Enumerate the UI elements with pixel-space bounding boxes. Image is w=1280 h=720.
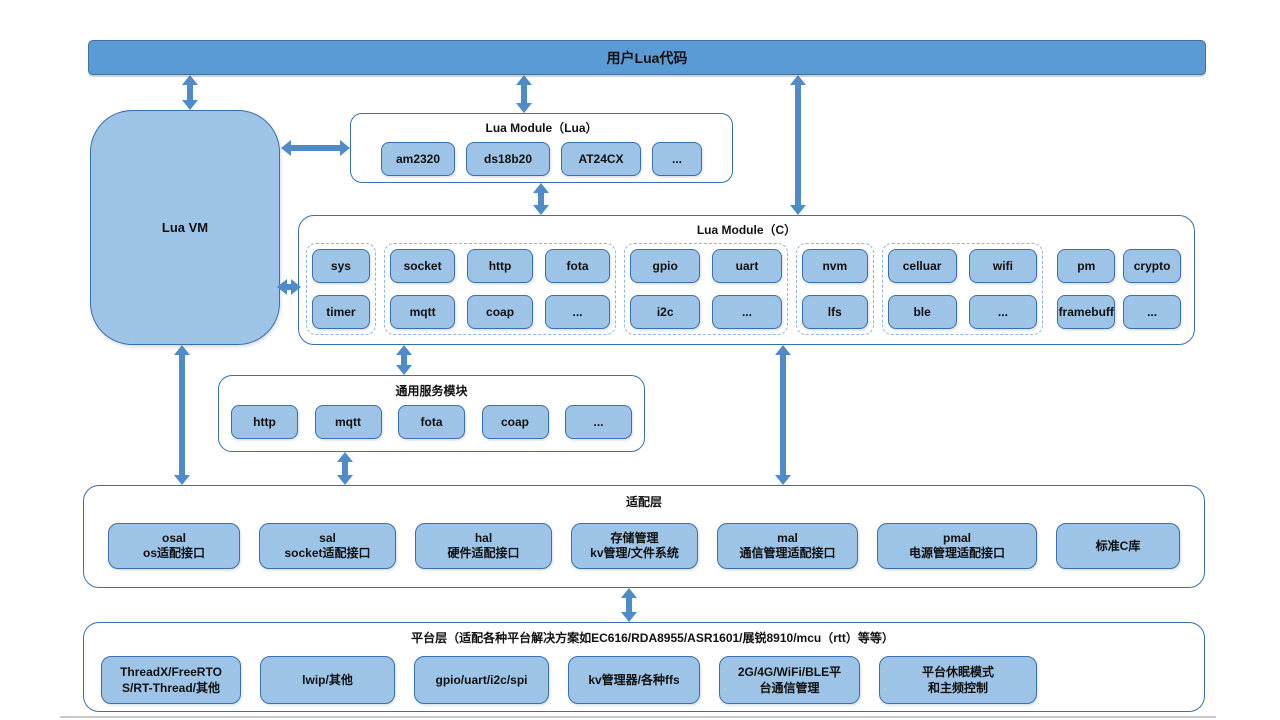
adapter-mal-line1: mal <box>777 531 798 545</box>
group-peripheral: gpio uart i2c ... <box>624 243 788 335</box>
adapter-layer-row: osal os适配接口 sal socket适配接口 hal 硬件适配接口 存储… <box>108 523 1180 569</box>
arrow-userlua-modc <box>790 75 806 215</box>
adapter-hal-line1: hal <box>474 531 493 545</box>
module-box-ds18b20: ds18b20 <box>466 142 550 176</box>
service-box-mqtt: mqtt <box>314 405 382 439</box>
platform-layer-row: ThreadX/FreeRTO S/RT-Thread/其他 lwip/其他 g… <box>101 656 1204 704</box>
module-box-wifi: wifi <box>968 249 1038 283</box>
adapter-box-hal: hal 硬件适配接口 <box>415 523 552 569</box>
arrow-userlua-luavm <box>182 75 198 110</box>
module-box-http: http <box>467 249 533 283</box>
common-service-container: 通用服务模块 http mqtt fota coap ... <box>218 375 645 452</box>
adapter-storage-line1: 存储管理 <box>610 531 659 545</box>
arrow-modlua-modc <box>533 183 549 215</box>
common-service-title: 通用服务模块 <box>395 384 468 398</box>
adapter-pmal-line2: 电源管理适配接口 <box>908 546 1005 560</box>
module-box-i2c: i2c <box>630 295 701 329</box>
adapter-box-pmal: pmal 电源管理适配接口 <box>877 523 1037 569</box>
module-box-celluar: celluar <box>887 249 957 283</box>
lua-module-c-title: Lua Module（C） <box>696 223 797 237</box>
group-misc: pm crypto framebuff ... <box>1051 243 1187 335</box>
group-network: socket http fota mqtt coap ... <box>383 243 617 335</box>
module-box-fota: fota <box>544 249 611 283</box>
adapter-sal-line1: sal <box>319 531 336 545</box>
arrow-modc-adapter <box>775 345 791 485</box>
platform-layer-container: 平台层（适配各种平台解决方案如EC616/RDA8955/ASR1601/展锐8… <box>83 622 1205 712</box>
page-edge-line <box>60 716 1216 718</box>
module-box-nvm: nvm <box>801 249 868 283</box>
module-box-at24cx: AT24CX <box>561 142 641 176</box>
group-wireless: celluar wifi ble ... <box>881 243 1044 335</box>
platform-box-lwip: lwip/其他 <box>260 656 395 704</box>
adapter-mal-line2: 通信管理适配接口 <box>739 546 836 560</box>
module-box-crypto: crypto <box>1123 249 1181 283</box>
arrow-luavm-adapter <box>174 345 190 485</box>
arrow-modc-service <box>396 345 412 375</box>
adapter-pmal-line1: pmal <box>942 531 971 545</box>
service-box-http: http <box>231 405 298 439</box>
adapter-storage-line2: kv管理/文件系统 <box>590 546 679 560</box>
platform-box-gpio: gpio/uart/i2c/spi <box>414 656 549 704</box>
arrow-luavm-modc <box>277 279 301 295</box>
module-box-more: ... <box>968 295 1038 329</box>
adapter-sal-line2: socket适配接口 <box>284 546 371 560</box>
module-box-framebuff: framebuff <box>1057 295 1116 329</box>
adapter-hal-line2: 硬件适配接口 <box>447 546 520 560</box>
adapter-layer-container: 适配层 osal os适配接口 sal socket适配接口 hal 硬件适配接… <box>83 485 1205 588</box>
arrow-adapter-platform <box>621 588 637 622</box>
module-box-mqtt: mqtt <box>389 295 456 329</box>
adapter-osal-line1: osal <box>161 531 186 545</box>
module-box-more: ... <box>544 295 611 329</box>
lua-module-c-container: Lua Module（C） sys timer socket http fota… <box>298 215 1195 345</box>
arrow-userlua-modlua <box>516 75 532 113</box>
module-box-am2320: am2320 <box>381 142 455 176</box>
lua-vm-label: Lua VM <box>161 220 209 235</box>
platform-box-sleep: 平台休眠模式 和主频控制 <box>879 656 1037 704</box>
module-box-sys: sys <box>312 249 370 283</box>
lua-module-lua-row: am2320 ds18b20 AT24CX ... <box>351 142 732 176</box>
module-box-uart: uart <box>712 249 782 283</box>
adapter-stdc-line1: 标准C库 <box>1095 538 1141 553</box>
adapter-box-stdc: 标准C库 <box>1056 523 1180 569</box>
module-box-pm: pm <box>1057 249 1116 283</box>
arrow-service-adapter <box>337 452 353 485</box>
common-service-row: http mqtt fota coap ... <box>231 405 632 439</box>
module-box-more: ... <box>712 295 782 329</box>
platform-box-comm: 2G/4G/WiFi/BLE平 台通信管理 <box>719 656 860 704</box>
service-box-more: ... <box>565 405 632 439</box>
platform-layer-title: 平台层（适配各种平台解决方案如EC616/RDA8955/ASR1601/展锐8… <box>411 631 894 645</box>
platform-box-rtos: ThreadX/FreeRTO S/RT-Thread/其他 <box>101 656 241 704</box>
platform-box-kv: kv管理器/各种ffs <box>568 656 700 704</box>
adapter-box-mal: mal 通信管理适配接口 <box>717 523 858 569</box>
arrow-luavm-modlua <box>281 140 350 156</box>
lua-module-c-groups: sys timer socket http fota mqtt coap ...… <box>306 243 1187 335</box>
group-storage: nvm lfs <box>795 243 874 335</box>
adapter-box-storage: 存储管理 kv管理/文件系统 <box>571 523 698 569</box>
adapter-box-sal: sal socket适配接口 <box>259 523 396 569</box>
module-box-timer: timer <box>312 295 370 329</box>
module-box-gpio: gpio <box>630 249 701 283</box>
group-sys: sys timer <box>306 243 376 335</box>
user-lua-code-bar: 用户Lua代码 <box>88 40 1206 75</box>
module-box-socket: socket <box>389 249 456 283</box>
service-box-fota: fota <box>398 405 465 439</box>
service-box-coap: coap <box>481 405 549 439</box>
module-box-lfs: lfs <box>801 295 868 329</box>
lua-vm-box: Lua VM <box>90 110 280 345</box>
adapter-layer-title: 适配层 <box>625 495 662 509</box>
module-box-ble: ble <box>887 295 957 329</box>
adapter-box-osal: osal os适配接口 <box>108 523 240 569</box>
lua-module-lua-container: Lua Module（Lua） am2320 ds18b20 AT24CX ..… <box>350 113 733 183</box>
module-box-more: ... <box>1123 295 1181 329</box>
module-box-coap: coap <box>467 295 533 329</box>
lua-module-lua-title: Lua Module（Lua） <box>485 121 598 135</box>
user-lua-code-label: 用户Lua代码 <box>606 49 688 66</box>
module-box-more: ... <box>652 142 702 176</box>
adapter-osal-line2: os适配接口 <box>142 546 205 560</box>
